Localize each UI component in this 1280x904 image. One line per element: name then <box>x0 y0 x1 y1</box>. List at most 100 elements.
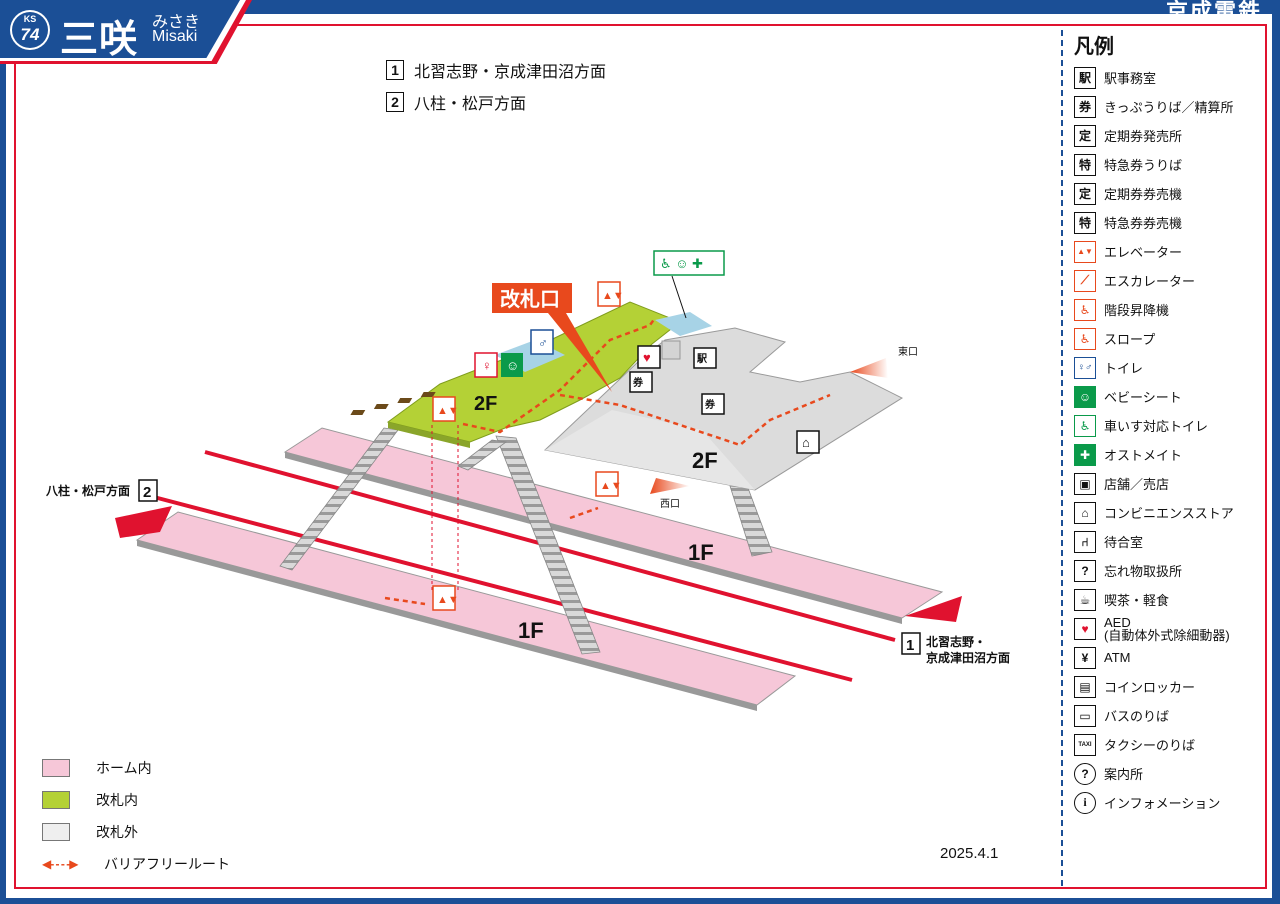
svg-text:▲▼: ▲▼ <box>437 594 459 606</box>
toilet-icon: ♀♂ <box>1074 356 1096 379</box>
svg-text:♀: ♀ <box>482 358 492 373</box>
west-exit-label: 西口 <box>660 499 680 510</box>
legend-item-stair-lift: ♿階段昇降機 <box>1074 295 1264 324</box>
baby-seat-icon: ☺ <box>501 353 523 377</box>
slope-icon: ♿ <box>1074 327 1096 350</box>
legend-item-toilet: ♀♂ トイレ <box>1074 353 1264 382</box>
area-legend-barrier-free: ◀- - - -▶ バリアフリールート <box>42 848 230 880</box>
convenience-store-icon: ⌂ <box>796 430 820 454</box>
svg-text:♂: ♂ <box>538 335 548 350</box>
aed-icon: ♥ <box>1074 617 1096 640</box>
accessible-toilet-icon: ♿ <box>1074 414 1096 437</box>
line-code: KS <box>23 14 37 24</box>
legend-item-aed: ♥ AED(自動体外式除細動器) <box>1074 614 1264 643</box>
legend-item-lost-and-found: ?忘れ物取扱所 <box>1074 556 1264 585</box>
legend-item-slope: ♿スロープ <box>1074 324 1264 353</box>
destination-list: 1 北習志野・京成津田沼方面 2 八柱・松戸方面 <box>386 54 606 118</box>
legend-label: バスのりば <box>1104 709 1170 724</box>
legend-label: 店舗／売店 <box>1104 477 1170 492</box>
area-legend: ホーム内 改札内 改札外 ◀- - - -▶バリアフリールート <box>42 752 230 880</box>
destination-label-2: 八柱・松戸方面 <box>414 96 527 113</box>
legend-item-coin-locker: ▤ コインロッカー <box>1074 672 1264 701</box>
track1-number: 1 <box>906 637 914 654</box>
limited-express-ticket-icon: 特 <box>1074 153 1096 176</box>
station-office-icon: 駅 <box>1074 66 1096 89</box>
map-border <box>14 24 1267 889</box>
track2-number-box <box>138 479 158 502</box>
ticket-machine-icon: 券 <box>701 393 725 415</box>
svg-text:券: 券 <box>704 398 716 411</box>
aed-icon: ♥ <box>637 345 661 369</box>
svg-text:♿ ☺ ✚: ♿ ☺ ✚ <box>660 256 703 271</box>
legend-label: コンビニエンスストア <box>1104 506 1234 521</box>
legend-label: 定期券発売所 <box>1104 129 1183 144</box>
station-name: 三咲 <box>60 19 139 61</box>
area-label: バリアフリールート <box>104 856 230 872</box>
platform-swatch <box>42 759 70 777</box>
legend-item-waiting-room: ⑁待合室 <box>1074 527 1264 556</box>
svg-text:駅: 駅 <box>696 353 708 365</box>
legend-label: タクシーのりば <box>1104 738 1196 753</box>
inside-gate-swatch <box>42 791 70 809</box>
elevator-icon: ▲▼ <box>432 585 459 611</box>
ticket-office-icon: 券 <box>629 371 653 393</box>
elevator-icon: ▲▼ <box>432 396 459 422</box>
legend-label: 駅事務室 <box>1104 71 1157 86</box>
legend-item-cafe: ☕喫茶・軽食 <box>1074 585 1264 614</box>
accessible-toilet-area <box>655 312 712 336</box>
floor-label-1f-near: 1F <box>518 618 544 643</box>
legend-title: 凡例 <box>1074 36 1114 58</box>
track1-number-box <box>901 632 921 655</box>
track1-label-line2: 京成津田沼方面 <box>926 650 1010 665</box>
station-number: 74 <box>20 25 40 44</box>
legend-label: コインロッカー <box>1104 680 1196 695</box>
ticket-gate-4 <box>420 392 436 397</box>
svg-text:♥: ♥ <box>643 350 651 365</box>
atm-icon: ¥ <box>1074 646 1096 669</box>
legend-label: エレベーター <box>1104 245 1183 260</box>
legend-label: トイレ <box>1104 361 1144 376</box>
barrier-free-route-3 <box>384 596 426 606</box>
legend-item-guide: ?案内所 <box>1074 759 1264 788</box>
west-exit-arrow <box>650 478 690 494</box>
track2-label: 八柱・松戸方面 <box>45 483 130 498</box>
floor-label-2f-outside: 2F <box>692 448 718 473</box>
track-number-1: 1 <box>386 60 404 80</box>
legend-item-accessible-toilet: ♿ 車いす対応トイレ <box>1074 411 1264 440</box>
stairs-center-upper <box>457 439 508 471</box>
toilet-women-icon: ♀ <box>474 352 498 378</box>
legend-divider <box>1061 30 1063 886</box>
commuter-pass-machine-icon: 定 <box>1074 182 1096 205</box>
legend-item-ticket-office: 券きっぷうりば／精算所 <box>1074 92 1264 121</box>
legend-label: 車いす対応トイレ <box>1104 419 1209 434</box>
legend-label-aed: AED(自動体外式除細動器) <box>1104 616 1230 642</box>
convenience-store-icon: ⌂ <box>1074 501 1096 524</box>
legend-label: AED <box>1104 614 1131 630</box>
legend-label: 定期券券売機 <box>1104 187 1183 202</box>
legend-item-limited-express-machine: 特特急券券売機 <box>1074 208 1264 237</box>
track-number-2: 2 <box>386 92 404 112</box>
legend-item-baby-seat: ☺ベビーシート <box>1074 382 1264 411</box>
legend-label: エスカレーター <box>1104 274 1196 289</box>
area-legend-outside-gate: 改札外 <box>42 816 230 848</box>
floor-label-2f-inside: 2F <box>474 393 497 415</box>
ticket-gate-3 <box>397 398 413 403</box>
legend-label: 階段昇降機 <box>1104 303 1170 318</box>
barrier-free-route-icon: ◀- - - -▶ <box>42 857 78 871</box>
station-kana: みさき <box>152 14 201 31</box>
station-number-badge: KS 74 <box>10 10 50 50</box>
coin-locker-icon: ▤ <box>1074 675 1096 698</box>
destination-label-1: 北習志野・京成津田沼方面 <box>414 64 607 81</box>
stairs-left <box>279 427 399 571</box>
legend-label: 待合室 <box>1104 535 1144 550</box>
legend-item-commuter-pass-machine: 定定期券券売機 <box>1074 179 1264 208</box>
legend-label: オストメイト <box>1104 448 1183 463</box>
legend-item-atm: ¥ATM <box>1074 643 1264 672</box>
svg-text:⌂: ⌂ <box>802 435 810 450</box>
elevator-icon: ▲▼ <box>595 471 622 497</box>
legend-label: 喫茶・軽食 <box>1104 593 1170 608</box>
legend-item-limited-express-ticket: 特特急券うりば <box>1074 150 1264 179</box>
legend-label: 忘れ物取扱所 <box>1104 564 1183 579</box>
limited-express-machine-icon: 特 <box>1074 211 1096 234</box>
